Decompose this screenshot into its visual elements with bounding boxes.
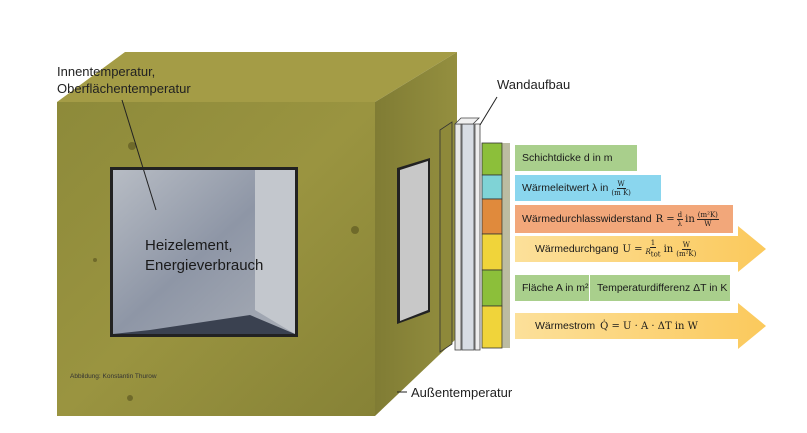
wood-knot-icon <box>351 226 359 234</box>
u-value-unit: W (m²K) <box>676 240 697 258</box>
area-text: Fläche A in m² <box>522 282 589 294</box>
temperature-difference-text: Temperaturdifferenz ΔT in K <box>597 282 728 294</box>
u-value-formula: U = <box>622 243 643 255</box>
thermal-resistance-formula: R = <box>655 213 675 225</box>
thermal-resistance-box: Wärmedurchlasswiderstand R = d λ in (m²K… <box>515 205 733 233</box>
wall-layer-2 <box>454 123 462 351</box>
heater-label: Heizelement, Energieverbrauch <box>145 237 264 274</box>
image-credit: Abbildung: Konstantin Thurow <box>70 373 157 380</box>
thermal-resistance-fraction: d λ <box>676 210 684 228</box>
u-value-label: Wärmedurchgang U = 1 Rtot in W (m²K) <box>535 239 697 259</box>
layer-strip-green-bottom <box>481 269 503 307</box>
arrow-heat-flow <box>515 303 766 349</box>
thermal-conductivity-text: Wärmeleitwert λ in <box>522 182 609 194</box>
heat-flow-text: Wärmestrom <box>535 320 596 332</box>
heat-flow-formula: Q̇ = U · A · ΔT in W <box>600 320 698 332</box>
thermal-resistance-unit: (m²K) W <box>696 210 719 228</box>
leader-inner-temperature <box>121 99 157 211</box>
thermal-conductivity-unit: W (m K) <box>611 179 631 197</box>
layer-strip-yellow <box>481 233 503 271</box>
u-value-fraction: 1 Rtot <box>645 239 661 259</box>
thermal-conductivity-box: Wärmeleitwert λ in W (m K) <box>515 175 661 201</box>
heat-flow-label: Wärmestrom Q̇ = U · A · ΔT in W <box>515 313 735 339</box>
layer-strip-yellow-bottom <box>481 305 503 349</box>
inner-temperature-label: Innentemperatur, Oberflächentemperatur <box>57 64 191 96</box>
wall-layer-1 <box>439 121 453 353</box>
area-box: Fläche A in m² <box>515 275 589 301</box>
layer-strip-cyan <box>481 174 503 200</box>
wood-knot-icon <box>128 142 136 150</box>
wall-layer-4 <box>474 123 481 351</box>
temperature-difference-box: Temperaturdifferenz ΔT in K <box>590 275 730 301</box>
wood-knot-icon <box>127 395 133 401</box>
layer-strip-green-top <box>481 142 503 176</box>
layer-thickness-text: Schichtdicke d in m <box>522 152 613 164</box>
outside-temperature-label: Außentemperatur <box>411 385 513 400</box>
box-top-face <box>57 52 457 102</box>
arrow-u-value <box>515 226 766 272</box>
wood-knot-icon <box>93 258 97 262</box>
wall-construction-label: Wandaufbau <box>497 77 571 92</box>
thermal-resistance-text: Wärmedurchlasswiderstand <box>522 213 652 225</box>
wall-layer-3 <box>461 123 475 351</box>
leader-wall-construction <box>479 96 498 126</box>
layer-strip-orange <box>481 198 503 235</box>
layer-thickness-box: Schichtdicke d in m <box>515 145 637 171</box>
u-value-text: Wärmedurchgang <box>535 243 619 255</box>
